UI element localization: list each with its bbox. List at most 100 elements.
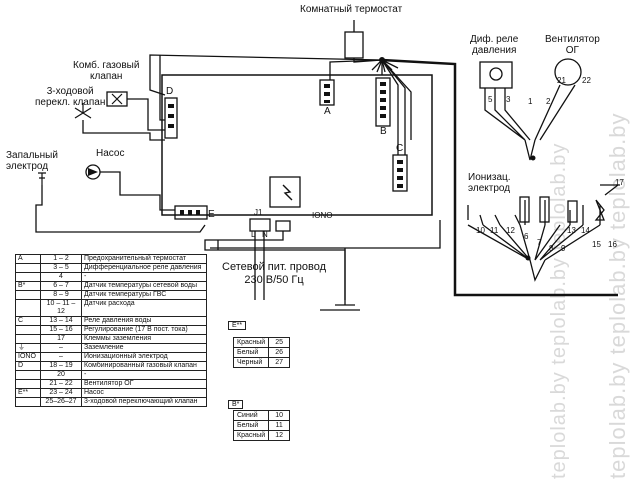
legend-row-num: 18 – 19 [40,361,82,371]
relay-pin-5: 5 [488,95,493,104]
legend-row-num: 17 [40,334,82,344]
legend-row-key [15,379,41,389]
legend-row-key: IONO [15,352,41,362]
legend-row-num: – [40,343,82,353]
n-label: N [262,230,268,239]
legend-row-desc: - [81,370,207,380]
block-b-connector [375,77,391,127]
block-c-label: C [396,143,404,154]
legend-row-desc: Регулирование (17 В пост. тока) [81,325,207,335]
legend-row-desc: Насос [81,388,207,398]
ion-pin-7: 7 [537,238,542,247]
combo-gas-valve-label: Комб. газовый клапан [73,60,140,82]
block-a-label: A [324,106,331,117]
legend-row: IONO–Ионизационный электрод [15,352,207,362]
legend-row-key [15,263,41,273]
legend-row: 4- [15,272,207,282]
table-b-row-num: 10 [268,410,291,421]
block-a-connector [319,79,335,106]
block-d-label: D [166,86,174,97]
j1-label: J1 [254,208,263,217]
block-c-connector [392,154,408,192]
legend-row-num: 21 – 22 [40,379,82,389]
legend-row-key [15,290,41,300]
table-e-row-color: Красный [232,337,270,348]
legend-row-num: 6 – 7 [40,281,82,291]
legend-row: ⏚–Заземление [15,343,207,353]
legend-row-num: 3 – 5 [40,263,82,273]
ground-17-label: 17 [615,178,624,187]
legend-row-desc: Комбинированный газовый клапан [81,361,207,371]
fan-symbol [554,58,582,86]
relay-pin-2: 2 [546,97,551,106]
table-e-title: E** [228,321,247,330]
legend-row-desc: 3-ходовой переключающий клапан [81,397,207,407]
legend-row-desc: Датчик расхода [81,299,207,317]
legend-row-num: 15 – 16 [40,325,82,335]
legend-row-num: 25–26–27 [40,397,82,407]
legend-row-desc: Вентилятор ОГ [81,379,207,389]
legend-row-desc: Датчик температуры сетевой воды [81,281,207,291]
ion-pin-16: 16 [608,240,617,249]
ion-pin-10: 10 [476,226,485,235]
legend-row-num: 1 – 2 [40,254,82,264]
legend-row-desc: Заземление [81,343,207,353]
table-e-row-num: 25 [268,337,291,348]
table-b-title: B* [228,400,244,409]
legend-row-num: 4 [40,272,82,282]
fan-pin-21: 21 [557,76,566,85]
legend-row-key: D [15,361,41,371]
ion-pin-14: 14 [581,226,590,235]
room-thermostat-label: Комнатный термостат [300,4,403,15]
table-b-row-num: 11 [268,420,291,431]
fan-pin-22: 22 [582,76,591,85]
legend-row-key [15,325,41,335]
legend-row-key: A [15,254,41,264]
relay-pin-1: 1 [528,97,533,106]
l-label: L [251,230,256,239]
legend-row-key: B* [15,281,41,291]
table-e-row-color: Черный [232,357,270,368]
ion-pin-15: 15 [592,240,601,249]
legend-row-key [15,272,41,282]
fan-label: Вентилятор ОГ [545,34,600,56]
table-e-row-num: 27 [268,357,291,368]
block-d-connector [164,97,178,139]
pump-label: Насос [96,148,125,159]
legend-row-key: E** [15,388,41,398]
legend-row-num: – [40,352,82,362]
table-b-row-color: Синий [232,410,270,421]
block-b-label: B [380,126,387,137]
table-e-row-num: 26 [268,347,291,358]
legend-row-key [15,334,41,344]
ic-chip [269,176,301,208]
table-b-row-color: Красный [232,430,270,441]
legend-row-desc: - [81,272,207,282]
legend-row-num: 8 – 9 [40,290,82,300]
ion-pin-6: 6 [524,232,529,241]
legend-row-key [15,370,41,380]
mains-cable-label: Сетевой пит. провод 230 В/50 Гц [222,261,327,286]
ignition-electrode-label: Запальный электрод [6,150,58,172]
legend-row-desc: Датчик температуры ГВС [81,290,207,300]
legend-row: 20- [15,370,207,380]
table-b-row-color: Белый [232,420,270,431]
relay-pin-3: 3 [506,95,511,104]
ion-pin-8: 8 [549,244,554,253]
room-thermostat-connector [344,31,364,59]
legend-row-desc: Предохранительный термостат [81,254,207,264]
